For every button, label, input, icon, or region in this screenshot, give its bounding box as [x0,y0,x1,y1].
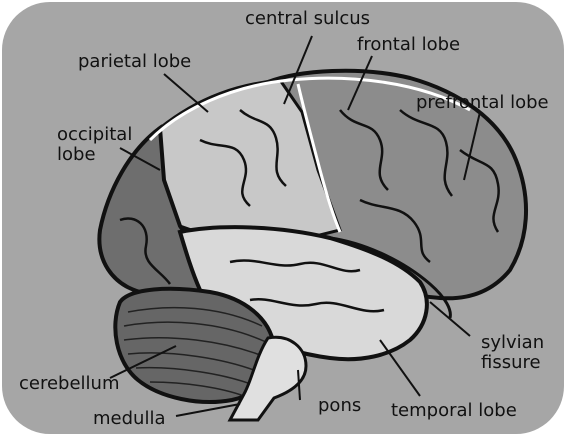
label-sylvian-line-1: sylvian [481,333,544,353]
label-sylvian-line-2: fissure [481,353,544,373]
label-sylvian-fissure: sylvian fissure [481,333,544,373]
label-parietal-lobe: parietal lobe [78,52,191,72]
label-pons: pons [318,396,361,416]
label-occipital-lobe: occipital lobe [57,125,132,165]
label-prefrontal-lobe: prefrontal lobe [416,93,549,113]
label-central-sulcus: central sulcus [245,9,370,29]
label-temporal-lobe: temporal lobe [391,401,517,421]
label-frontal-lobe: frontal lobe [357,35,460,55]
label-occipital-line-1: occipital [57,125,132,145]
label-occipital-line-2: lobe [57,145,132,165]
label-cerebellum: cerebellum [19,374,120,394]
label-medulla: medulla [93,409,165,429]
